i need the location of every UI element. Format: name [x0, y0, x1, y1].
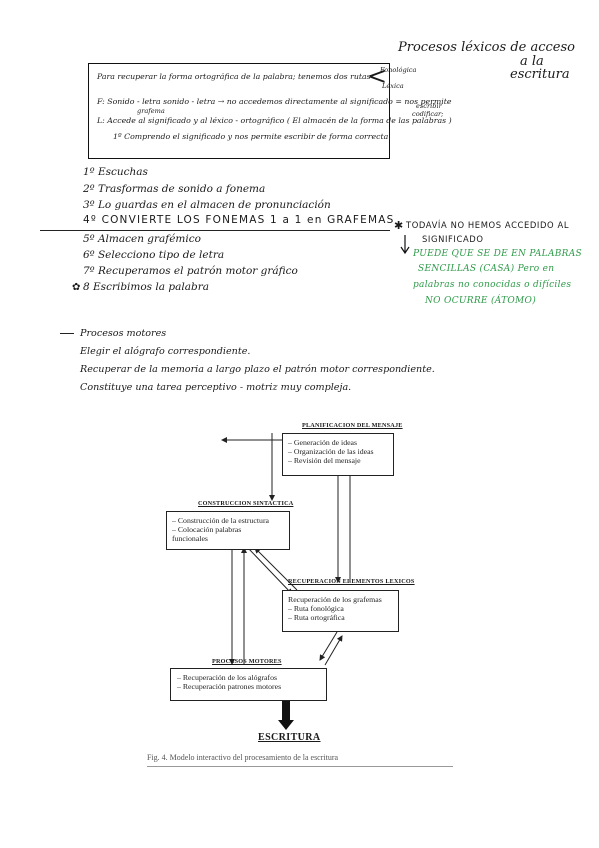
route-note-codificar: codificar;: [412, 110, 444, 118]
step-4: 4º CONVIERTE LOS FONEMAS 1 a 1 en GRAFEM…: [83, 214, 395, 226]
route-label-lexica: Léxica: [382, 82, 404, 90]
plan-box: – Generación de ideas – Organización de …: [282, 433, 394, 476]
motor-dash: [60, 333, 74, 335]
plan-item-3: – Revisión del mensaje: [288, 456, 361, 465]
lex-box: Recuperación de los grafemas – Ruta fono…: [282, 590, 399, 632]
mot-item-1: – Recuperación de los alógrafos: [177, 673, 278, 682]
asterisk-icon: ✱: [394, 219, 404, 232]
side-note-green3: palabras no conocidas o difíciles: [413, 280, 572, 290]
step-divider: [40, 230, 390, 231]
mot-item-2: – Recuperación patrones motores: [177, 682, 282, 691]
motor-line2: Recuperar de la memoria a largo plazo el…: [80, 364, 435, 375]
page-title-line1: Procesos léxicos de acceso: [398, 40, 575, 55]
figure-caption: Fig. 4. Modelo interactivo del procesami…: [147, 753, 339, 762]
side-note-line2: SIGNIFICADO: [422, 234, 484, 244]
step-6: 6º Selecciono tipo de letra: [83, 249, 225, 261]
route-phonological-superscript: grafema: [137, 107, 165, 115]
page-title-line2: a la: [520, 54, 544, 69]
motor-heading: Procesos motores: [80, 328, 167, 339]
route-lexical-detail: 1º Comprendo el significado y nos permit…: [113, 132, 391, 141]
step-3: 3º Lo guardas en el almacen de pronuncia…: [83, 199, 331, 211]
sint-box: – Construcción de la estructura – Coloca…: [166, 511, 290, 550]
output-escritura: ESCRITURA: [258, 732, 321, 743]
routes-box: Para recuperar la forma ortográfica de l…: [88, 63, 452, 159]
page-title-line3: escritura: [510, 67, 570, 82]
route-lexical: L: Accede al significado y al léxico - o…: [97, 116, 452, 125]
brain-icon: ✿: [72, 282, 81, 293]
plan-item-2: – Organización de las ideas: [288, 447, 374, 456]
side-note-green1: PUEDE QUE SE DE EN PALABRAS: [413, 249, 583, 259]
brace-glyph: <: [367, 62, 388, 90]
motor-line1: Elegir el alógrafo correspondiente.: [80, 346, 251, 357]
lex-item-2: – Ruta fonológica: [288, 604, 344, 613]
down-arrow-icon: [400, 235, 410, 255]
step-7: 7º Recuperamos el patrón motor gráfico: [83, 265, 298, 277]
mot-title: PROCESOS MOTORES: [212, 658, 282, 665]
lex-title: RECUPERACION ELEMENTOS LEXICOS: [288, 578, 415, 585]
route-note-escribir: escribir: [416, 102, 442, 110]
sint-title: CONSTRUCCION SINTACTICA: [198, 500, 294, 507]
step-8: 8 Escribimos la palabra: [83, 281, 209, 293]
route-label-fonologica: Fonológica: [380, 66, 417, 74]
lex-item-1: Recuperación de los grafemas: [288, 595, 382, 604]
route-phonological: F: Sonido - letra sonido - letra → no ac…: [97, 97, 452, 106]
step-2: 2º Trasformas de sonido a fonema: [83, 183, 266, 195]
motor-line3: Constituye una tarea perceptivo - motriz…: [80, 382, 352, 393]
plan-title: PLANIFICACION DEL MENSAJE: [302, 422, 403, 429]
lex-item-3: – Ruta ortográfica: [288, 613, 345, 622]
step-5: 5º Almacen grafémico: [83, 233, 201, 245]
plan-item-1: – Generación de ideas: [288, 438, 358, 447]
caption-rule: [147, 766, 453, 767]
side-note-line1: TODAVÍA NO HEMOS ACCEDIDO AL: [406, 220, 570, 230]
sint-item-1: – Construcción de la estructura: [172, 516, 269, 525]
step-1: 1º Escuchas: [83, 166, 148, 178]
side-note-green4: NO OCURRE (ÁTOMO): [425, 296, 537, 306]
sint-item-3: funcionales: [172, 534, 208, 543]
mot-box: – Recuperación de los alógrafos – Recupe…: [170, 668, 327, 701]
side-note-green2: SENCILLAS (CASA) Pero en: [418, 264, 555, 274]
routes-intro: Para recuperar la forma ortográfica de l…: [97, 72, 371, 81]
sint-item-2: – Colocación palabras: [172, 525, 242, 534]
